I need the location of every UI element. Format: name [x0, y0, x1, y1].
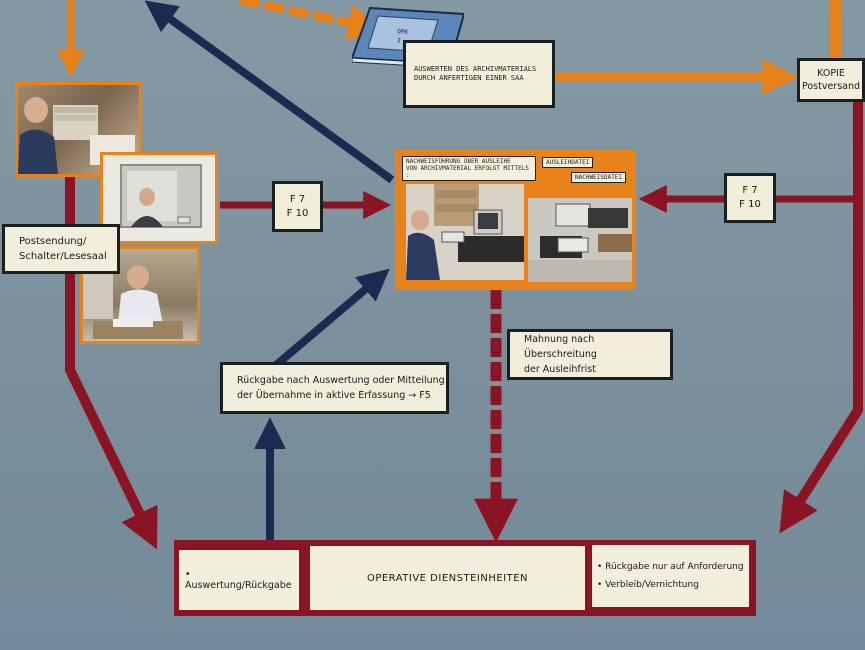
photo-terminal-operator: [406, 184, 524, 280]
photo-computer-equipment: [528, 198, 632, 282]
panel-nachweisfuehrung: NACHWEISFÜHRUNG ÜBER AUSLEIHE VON ARCHIV…: [395, 150, 636, 290]
f7-right-line-2: F 10: [739, 199, 761, 210]
svg-text:OPK: OPK: [397, 28, 409, 36]
kopie-line-2: Postversand: [801, 81, 861, 92]
label-ausleihdatei: AUSLEIHDATEI: [542, 157, 594, 168]
postsendung-line-2: Schalter/Lesesaal: [19, 251, 107, 262]
f7-left-line-2: F 10: [286, 207, 309, 219]
photo-archive-clerk-at-desk: [15, 82, 142, 177]
auswerten-line-1: AUSWERTEN DES ARCHIVMATERIALS: [414, 65, 537, 73]
orange-dashed-arrow-to-binder: [239, 0, 385, 41]
auswerten-line-2: DURCH ANFERTIGEN EINER SAA: [414, 74, 524, 82]
operative-text: OPERATIVE DIENSTEINHEITEN: [366, 572, 529, 584]
label-nachweisfuehrung: NACHWEISFÜHRUNG ÜBER AUSLEIHE VON ARCHIV…: [402, 156, 536, 181]
rueckgabe-anforderung-text: • Rückgabe nur auf Anforderung: [597, 562, 744, 572]
label-nachweisdatei: NACHWEISDATEI: [571, 172, 626, 183]
auswertung-rueckgabe-text: • Auswertung/Rückgabe: [185, 569, 292, 591]
mahnung-line-2: der Ausleihfrist: [524, 364, 596, 375]
rueckgabe-line-2: der Übernahme in aktive Erfassung → F5: [237, 390, 431, 401]
label-auswertung-rueckgabe: • Auswertung/Rückgabe: [179, 550, 299, 610]
label-kopie-postversand: KOPIE Postversand: [797, 58, 865, 102]
navy-arrow-up-left: [144, 0, 395, 184]
verbleib-text: • Verbleib/Vernichtung: [597, 580, 699, 590]
frame-operative-diensteinheiten: • Auswertung/Rückgabe OPERATIVE DIENSTEI…: [174, 540, 756, 616]
label-operative-diensteinheiten: OPERATIVE DIENSTEINHEITEN: [310, 546, 585, 610]
postsendung-line-1: Postsendung/: [19, 236, 87, 247]
nachweis-line-2: VON ARCHIVMATERIAL ERFOLGT MITTELS :: [406, 165, 529, 179]
f7-right-line-1: F 7: [742, 185, 758, 196]
mahnung-line-1: Mahnung nach Überschreitung: [524, 334, 597, 360]
label-f7-f10-right: F 7 F 10: [724, 173, 776, 223]
label-postsendung-schalter: Postsendung/ Schalter/Lesesaal: [2, 224, 120, 274]
label-auswerten-archivmaterial: AUSWERTEN DES ARCHIVMATERIALS DURCH ANFE…: [403, 40, 555, 108]
f7-left-line-1: F 7: [289, 193, 306, 205]
nachweis-line-1: NACHWEISFÜHRUNG ÜBER AUSLEIHE: [406, 158, 511, 165]
label-rueckgabe-verbleib: • Rückgabe nur auf Anforderung • Verblei…: [592, 545, 749, 607]
maroon-arrow-right-down: [779, 100, 863, 534]
photo-man-at-counter-window: [100, 152, 218, 244]
navy-arrow-up-to-terminal: [272, 268, 390, 370]
label-mahnung-ausleihfrist: Mahnung nach Überschreitung der Ausleihf…: [507, 329, 673, 380]
svg-text:I: I: [397, 37, 402, 44]
label-rueckgabe-nach-auswertung: Rückgabe nach Auswertung oder Mitteilung…: [220, 362, 449, 414]
rueckgabe-line-1: Rückgabe nach Auswertung oder Mitteilung: [237, 375, 445, 386]
label-f7-f10-left: F 7 F 10: [272, 181, 323, 232]
kopie-line-1: KOPIE: [817, 68, 845, 79]
